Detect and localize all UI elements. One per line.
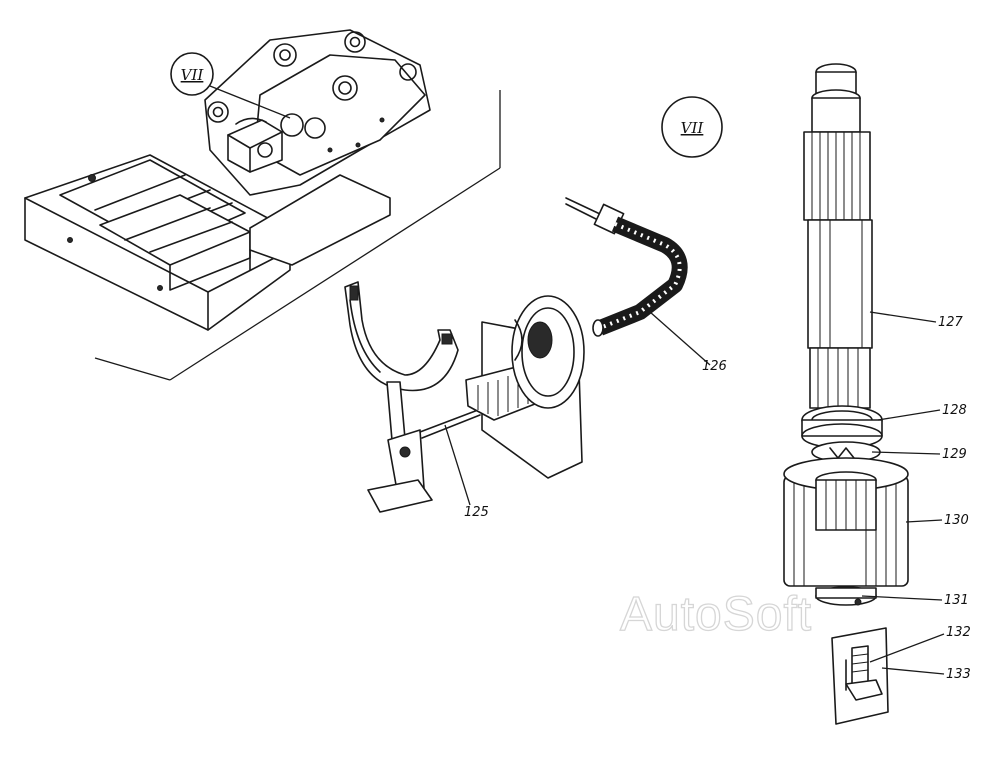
bolt-and-lock-plate — [831, 627, 889, 725]
shift-fork-assembly — [344, 281, 585, 513]
callout-126: 126 — [702, 359, 727, 374]
callout-132: 132 — [946, 625, 971, 640]
callout-labels: 125 126 127 128 129 130 131 132 133 — [464, 315, 971, 682]
callout-133: 133 — [946, 667, 971, 682]
callout-128: 128 — [942, 403, 967, 418]
callout-131: 131 — [944, 593, 969, 608]
detail-view-marker: VII — [661, 96, 723, 158]
callout-130: 130 — [944, 513, 969, 528]
leader-lines — [444, 311, 945, 675]
primary-shaft — [803, 63, 873, 409]
detail-reference-marker: VII — [170, 52, 291, 119]
flexible-shaft — [565, 197, 688, 337]
chassis-frame — [24, 29, 501, 381]
callout-129: 129 — [942, 447, 967, 462]
detail-reference-label: VII — [181, 66, 205, 84]
callout-125: 125 — [464, 505, 489, 520]
gear — [783, 457, 909, 587]
watermark: AutoSoft — [620, 588, 812, 641]
detail-view-label: VII — [681, 119, 705, 137]
bearing-ring — [801, 405, 883, 449]
callout-127: 127 — [938, 315, 964, 330]
thrust-washer — [815, 586, 877, 606]
